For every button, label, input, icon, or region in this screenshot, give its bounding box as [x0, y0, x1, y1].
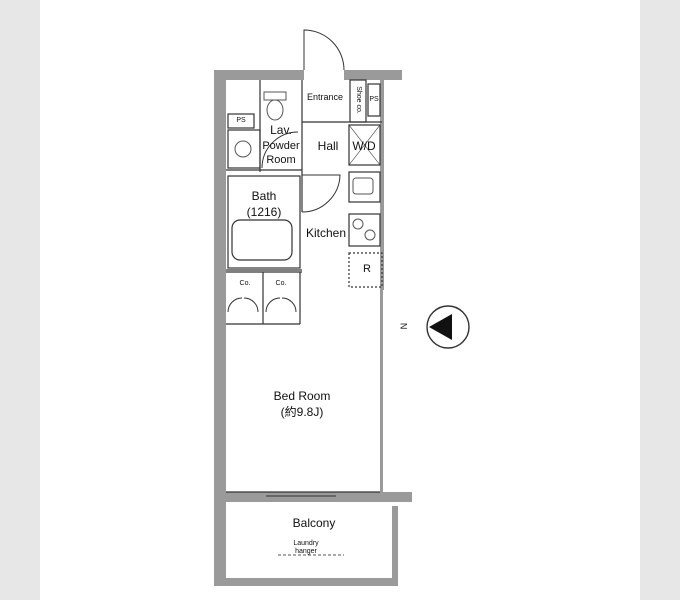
floor-plan-sheet: Entrance Shoe co. PS PS Lav. Powder Room…	[40, 0, 640, 600]
toilet-tank	[263, 91, 287, 101]
balcony-floor	[214, 578, 398, 586]
balcony-label: Balcony	[292, 516, 336, 530]
lav-label: Lav.	[270, 123, 292, 137]
walls	[214, 70, 412, 586]
fridge-label: R	[363, 263, 371, 275]
closet-1-label: Co.	[239, 280, 251, 287]
ps-top-label: PS	[369, 96, 379, 103]
entrance-door-swing	[303, 29, 345, 71]
sink-counter	[348, 171, 381, 203]
wd-label: W/D	[352, 139, 376, 153]
fridge-box	[348, 252, 383, 288]
cooktop	[348, 213, 381, 247]
closet-door-2	[265, 297, 297, 313]
top-wall-right	[344, 70, 402, 80]
lav-basin-box	[227, 129, 261, 169]
bath-box	[227, 175, 301, 269]
lav-door-swing	[261, 131, 299, 169]
wd-diag-2	[348, 124, 381, 166]
ps-left-box	[227, 113, 255, 129]
closet-door-1	[227, 297, 259, 313]
powder-room-label: Room	[266, 154, 296, 166]
lav-basin	[234, 140, 252, 158]
balcony-right-wall	[392, 506, 398, 586]
wd-box	[348, 124, 381, 166]
burner-1	[352, 218, 364, 230]
powder-label: Powder	[262, 140, 300, 152]
top-wall	[214, 70, 304, 80]
north-compass	[426, 305, 470, 349]
laundry-label-2: hanger	[295, 548, 317, 555]
entrance-label: Entrance	[306, 92, 344, 102]
bedroom-size-label: (約9.8J)	[280, 405, 324, 419]
closet-2-label: Co.	[275, 280, 287, 287]
ps-left-label: PS	[236, 117, 246, 124]
right-wall-upper	[380, 70, 384, 290]
toilet-bowl	[266, 99, 284, 121]
bathtub	[231, 219, 293, 261]
hall-label: Hall	[317, 139, 339, 153]
right-wall-lower	[380, 290, 383, 496]
bedroom-label: Bed Room	[273, 389, 331, 403]
left-wall	[214, 70, 226, 586]
floor-plan	[214, 29, 470, 586]
compass-ring	[426, 305, 470, 349]
balcony-slab	[226, 492, 412, 502]
hall-door-swing	[301, 174, 341, 213]
doors	[227, 29, 345, 497]
partitions	[226, 79, 383, 493]
bath-label: Bath	[251, 189, 277, 203]
fixtures	[234, 91, 376, 556]
ps-top-box	[367, 83, 381, 117]
laundry-label-1: Laundry	[293, 540, 319, 547]
bath-size-label: (1216)	[246, 205, 282, 219]
compass-n-label: N	[398, 322, 409, 330]
compass-needle	[429, 314, 452, 340]
kitchen-sink	[352, 177, 374, 195]
shoe-closet-label: Shoe co.	[355, 86, 363, 114]
kitchen-label: Kitchen	[305, 226, 347, 240]
burner-2	[364, 229, 376, 241]
